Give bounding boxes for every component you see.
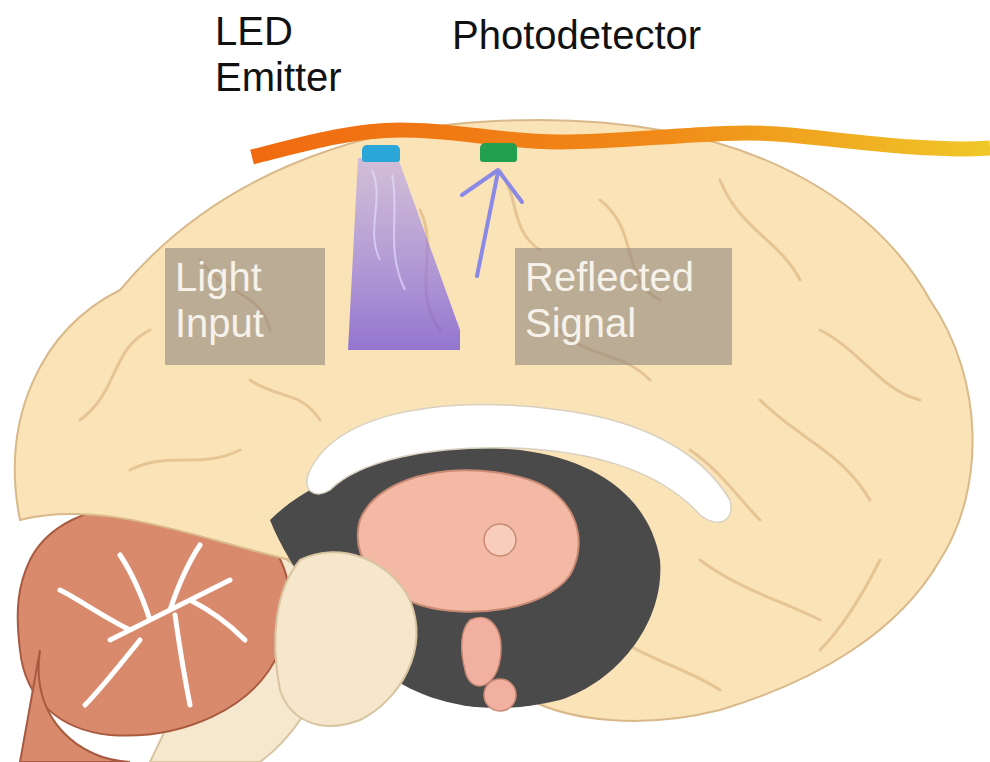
sensor-node: LED Emitter — [215, 8, 405, 164]
sensor-node: Photodetector — [452, 12, 782, 164]
box-label: Reflected Signal — [525, 254, 720, 346]
cerebellum-lobe — [20, 650, 130, 762]
reflected-arrow — [477, 172, 498, 276]
interthalamic-adhesion — [484, 524, 516, 556]
component-label: Photodetector — [452, 12, 778, 58]
pons — [275, 552, 416, 726]
beam-streaks — [372, 170, 405, 290]
label-box: Reflected Signal — [515, 248, 732, 365]
cerebrum — [15, 120, 973, 721]
pituitary — [484, 679, 516, 711]
arbor-vitae — [60, 545, 245, 705]
light-beam — [348, 158, 460, 350]
arrow-head — [462, 170, 522, 202]
photodetector-sensor — [480, 143, 517, 162]
component-label: LED Emitter — [215, 8, 390, 100]
label-box: Light Input — [165, 248, 325, 365]
hypothalamus — [462, 617, 501, 686]
box-label: Light Input — [175, 254, 313, 346]
led-emitter — [362, 145, 400, 162]
